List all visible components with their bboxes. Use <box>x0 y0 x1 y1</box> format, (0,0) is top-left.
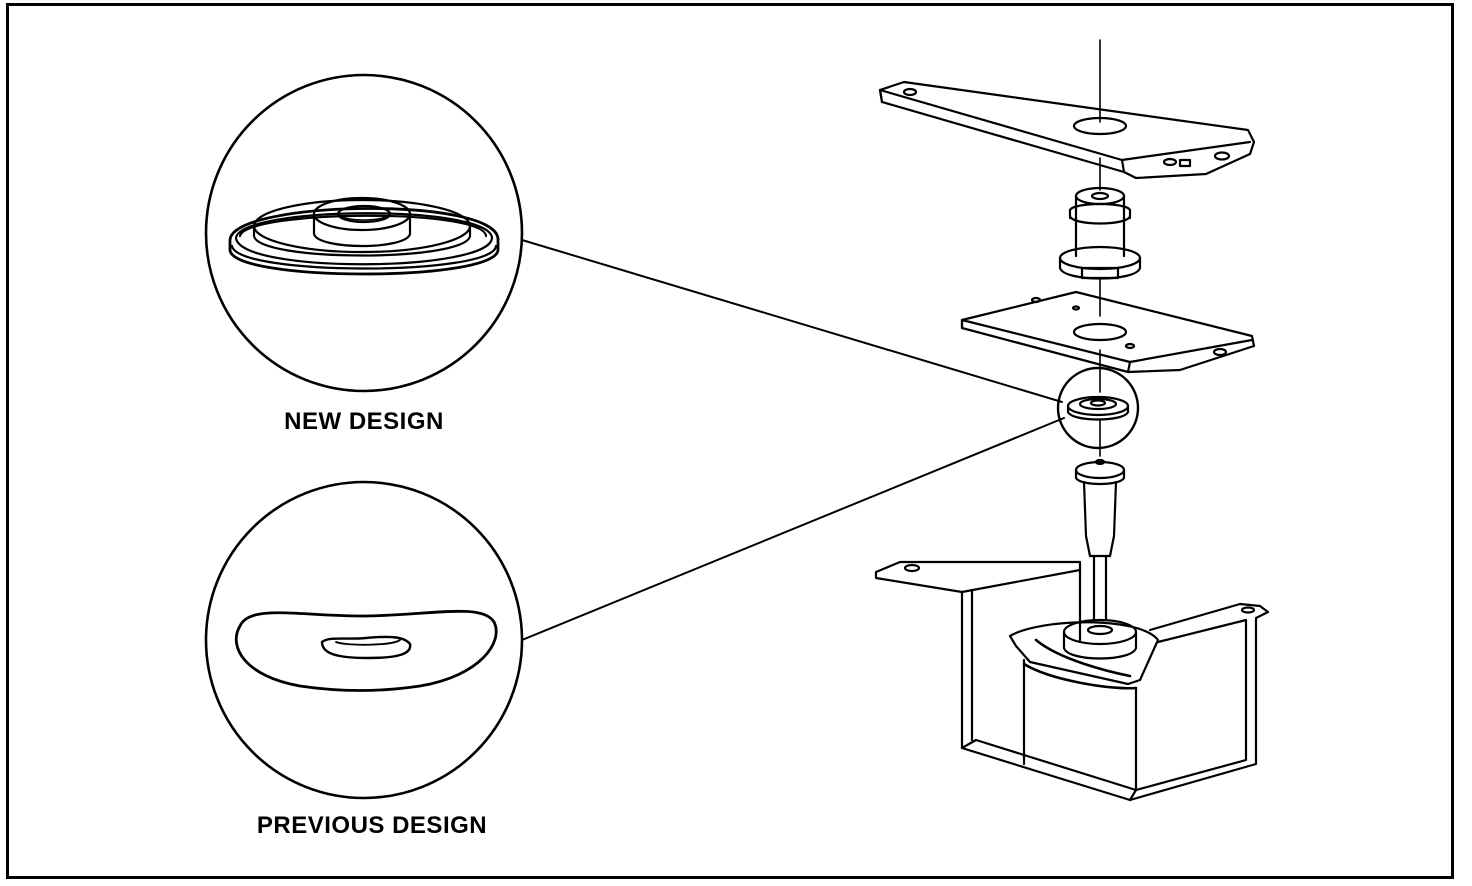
bearing-highlight-circle <box>1056 366 1140 450</box>
upper-bushing <box>1058 186 1142 280</box>
shaft <box>1074 458 1126 622</box>
top-plate <box>878 80 1256 180</box>
leader-lines <box>521 239 1065 641</box>
previous-design-label: PREVIOUS DESIGN <box>256 812 488 839</box>
new-design-label: NEW DESIGN <box>284 408 444 435</box>
diagram-frame <box>6 3 1454 879</box>
bottom-bracket <box>874 560 1270 802</box>
middle-plate <box>960 290 1256 374</box>
new-design-detail <box>204 73 524 393</box>
new-design-bearing <box>228 196 500 276</box>
previous-design-bearing <box>234 609 498 692</box>
previous-design-detail <box>204 480 524 800</box>
